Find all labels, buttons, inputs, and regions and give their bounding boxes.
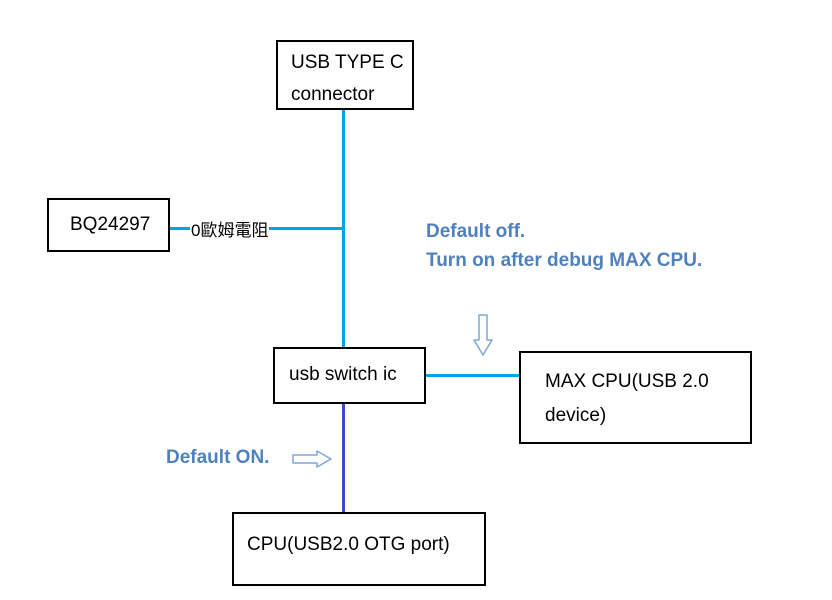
bq24297-label: BQ24297 <box>70 214 151 235</box>
bq24297-box: BQ24297 <box>47 198 170 252</box>
cpu-otg-port-box: CPU(USB2.0 OTG port) <box>232 512 486 586</box>
switch-to-max-cpu-line <box>425 374 521 377</box>
usb-switch-ic-box: usb switch ic <box>273 347 426 404</box>
usb-switch-ic-label: usb switch ic <box>289 364 397 385</box>
default-off-note-line1: Default off. <box>426 221 526 242</box>
default-off-note-line2: Turn on after debug MAX CPU. <box>426 250 703 271</box>
resistor-label: 0歐姆電阻 <box>190 216 270 241</box>
cpu-otg-port-label: CPU(USB2.0 OTG port) <box>247 534 450 555</box>
switch-to-cpu-line <box>342 402 345 515</box>
max-cpu-line2: device) <box>545 405 607 426</box>
max-cpu-box: MAX CPU(USB 2.0 device) <box>519 351 752 444</box>
max-cpu-line1: MAX CPU(USB 2.0 <box>545 371 709 392</box>
usb-type-c-connector-box: USB TYPE C connector <box>276 40 414 110</box>
default-on-note: Default ON. <box>166 447 270 468</box>
down-arrow-icon <box>473 314 493 356</box>
usb-type-c-line1: USB TYPE C <box>291 52 404 73</box>
usb-type-c-line2: connector <box>291 84 375 105</box>
right-arrow-icon <box>292 450 332 468</box>
